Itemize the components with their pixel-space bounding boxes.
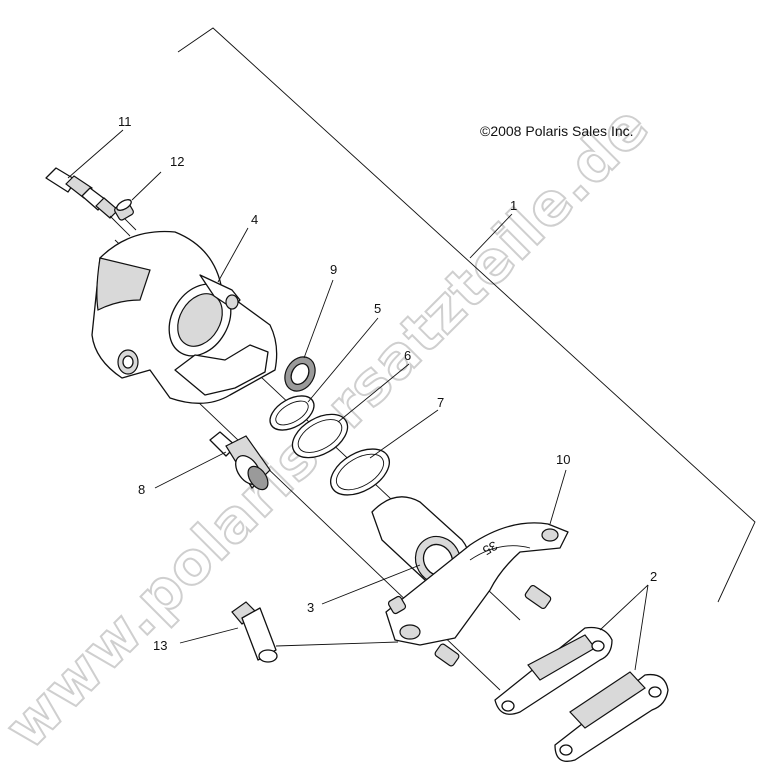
callout-12: 12 — [170, 154, 184, 169]
callout-11: 11 — [118, 114, 132, 129]
callout-5: 5 — [374, 301, 381, 316]
part-10-caliper-bracket: 35 — [385, 522, 569, 667]
callout-3: 3 — [307, 600, 314, 615]
leader-lines — [67, 129, 649, 671]
callout-8: 8 — [138, 482, 145, 497]
part-13-bolt — [231, 601, 278, 663]
part-6-o-ring — [291, 413, 349, 459]
callout-13: 13 — [153, 638, 167, 653]
bracket-stamp: 35 — [480, 538, 500, 558]
part-12-bleeder-cap — [114, 199, 134, 221]
part-5-o-ring — [269, 395, 315, 431]
callout-9: 9 — [330, 262, 337, 277]
callout-1: 1 — [510, 198, 517, 213]
callout-10: 10 — [556, 452, 570, 467]
callout-6: 6 — [404, 348, 411, 363]
part-9-piston-seal — [284, 356, 316, 392]
part-7-o-ring — [330, 448, 390, 496]
assembly-bracket-line — [177, 27, 756, 603]
callout-2: 2 — [650, 569, 657, 584]
callout-4: 4 — [251, 212, 258, 227]
copyright-text: ©2008 Polaris Sales Inc. — [480, 123, 634, 139]
part-8-slide-pin — [209, 431, 271, 491]
part-2-brake-pads — [494, 626, 669, 762]
part-4-caliper-body — [91, 230, 278, 404]
callout-7: 7 — [437, 395, 444, 410]
